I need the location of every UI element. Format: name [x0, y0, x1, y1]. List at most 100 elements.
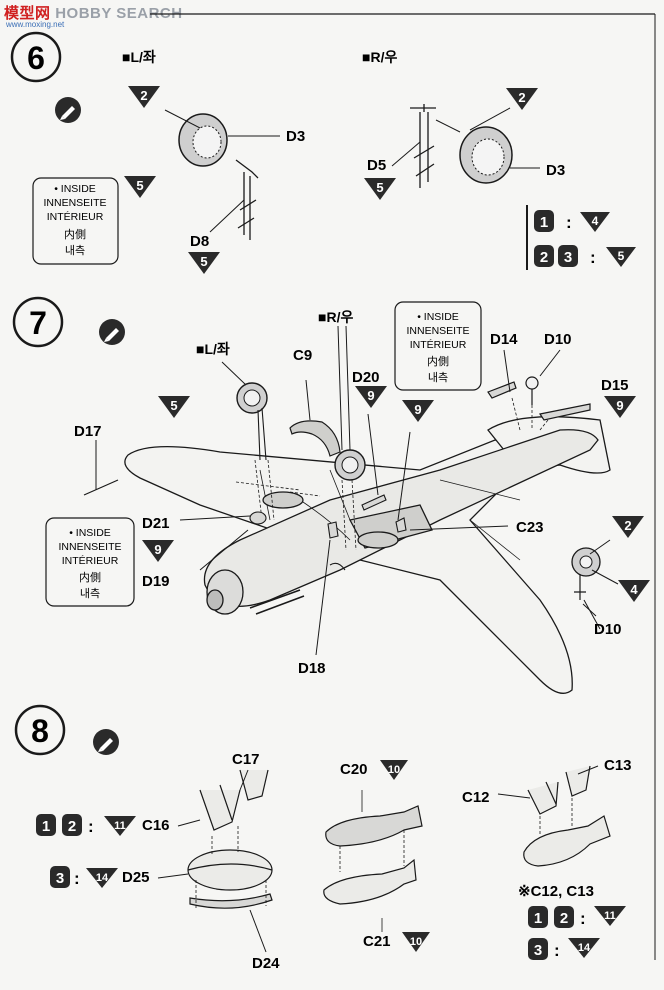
- svg-text:5: 5: [618, 249, 625, 263]
- step-8: 8 C17 C16 D25: [14, 704, 632, 972]
- marker-d5: 5: [364, 178, 396, 200]
- svg-text:1: 1: [42, 818, 50, 835]
- step-7-right-label: ■R/우: [318, 309, 353, 325]
- right-strut-drawing: [391, 104, 461, 188]
- svg-text:5: 5: [136, 178, 143, 193]
- part-c17: C17: [232, 751, 260, 768]
- part-d25: D25: [122, 869, 150, 886]
- svg-text:14: 14: [96, 872, 109, 884]
- svg-text:4: 4: [592, 214, 599, 228]
- step-7-leader-lines: [179, 349, 601, 656]
- part-d5: D5: [367, 157, 386, 174]
- svg-text:11: 11: [604, 910, 616, 922]
- marker-d10b-top: 2: [612, 516, 644, 538]
- step-8-number: 8: [31, 713, 49, 749]
- aircraft-drawing: [124, 416, 611, 694]
- svg-text:9: 9: [154, 542, 161, 557]
- svg-text::: :: [566, 213, 572, 232]
- c16-versions: 1 2 :: [36, 814, 94, 836]
- svg-text:2: 2: [68, 818, 76, 835]
- svg-text:4: 4: [630, 582, 638, 597]
- svg-text:10: 10: [410, 936, 422, 948]
- step-6-right-label: ■R/우: [362, 49, 397, 65]
- note-row-2: 3 : 14: [528, 938, 600, 960]
- part-c16: C16: [142, 817, 170, 834]
- inside-note-line-4: 内側: [64, 227, 86, 241]
- part-d21: D21: [142, 515, 170, 532]
- svg-text:2: 2: [624, 518, 631, 533]
- option-row-1: 1 : 4: [534, 210, 610, 232]
- marker-c21: 10: [402, 932, 430, 952]
- step-6-number: 6: [27, 40, 45, 76]
- part-d3-right: D3: [546, 162, 565, 179]
- step-7-number: 7: [29, 305, 47, 341]
- part-c21: C21: [363, 933, 391, 950]
- d10-lamp-drawing: [571, 539, 619, 617]
- svg-text::: :: [590, 248, 596, 267]
- watermark-text: HOBBY SEARCH: [55, 5, 183, 22]
- marker-d25: 14: [86, 868, 118, 888]
- svg-text:2: 2: [518, 90, 525, 105]
- svg-text::: :: [74, 869, 80, 888]
- inside-note-b-line-2: INNENSEITE: [406, 325, 469, 337]
- part-d19: D19: [142, 573, 170, 590]
- note-row-1: 1 2 : 11: [528, 906, 626, 928]
- step-7-left-wheel: [221, 361, 275, 521]
- marker-c20: 10: [380, 760, 408, 780]
- svg-text:11: 11: [114, 820, 126, 832]
- svg-text:10: 10: [388, 764, 400, 776]
- marker-d15: 9: [604, 396, 636, 418]
- svg-text:2: 2: [140, 88, 147, 103]
- inside-note-a-line-3: INTÉRIEUR: [62, 554, 119, 567]
- watermark-brand: 模型网: [4, 5, 51, 22]
- inside-note-b-line-5: 내측: [428, 371, 448, 384]
- step-6-left-label: ■L/좌: [122, 49, 156, 65]
- marker-left-mid: 5: [124, 176, 156, 198]
- step-7-right-wheel: [334, 325, 366, 551]
- step-6-circle: [10, 31, 62, 83]
- svg-text:5: 5: [170, 398, 177, 413]
- part-d17-drawing: [83, 479, 119, 496]
- part-d20: D20: [352, 369, 380, 386]
- part-d15: D15: [601, 377, 629, 394]
- svg-text:9: 9: [367, 388, 374, 403]
- part-d18: D18: [298, 660, 326, 677]
- svg-text::: :: [580, 909, 586, 928]
- part-c9-drawing: [289, 379, 341, 457]
- marker-d21: 9: [142, 540, 174, 562]
- step-7-left-label: ■L/좌: [196, 341, 230, 357]
- inside-note-b-line-4: 内側: [427, 354, 449, 368]
- svg-text:5: 5: [200, 254, 207, 269]
- part-d14: D14: [490, 331, 518, 348]
- marker-c16: 11: [104, 816, 136, 836]
- inside-note-line-1: • INSIDE: [54, 183, 96, 195]
- part-c9: C9: [293, 347, 312, 364]
- part-c23: C23: [516, 519, 544, 536]
- left-strut-drawing: [209, 159, 259, 240]
- marker-right-top: 2: [506, 88, 538, 110]
- svg-text:9: 9: [414, 402, 421, 417]
- svg-text::: :: [88, 817, 94, 836]
- watermark: 模型网 HOBBY SEARCH: [4, 2, 183, 23]
- part-d17: D17: [74, 423, 102, 440]
- marker-wing: 5: [158, 396, 190, 418]
- part-d10-b: D10: [594, 621, 622, 638]
- part-c12: C12: [462, 789, 490, 806]
- cement-pencil-icon: [99, 319, 125, 345]
- svg-text:3: 3: [564, 249, 572, 266]
- d25-versions: 3 :: [50, 866, 80, 888]
- svg-text:2: 2: [540, 249, 548, 266]
- inside-note-a-line-5: 내측: [80, 587, 100, 600]
- inside-note-a-line-1: • INSIDE: [69, 527, 111, 539]
- svg-text:3: 3: [534, 942, 542, 959]
- inside-note-line-3: INTÉRIEUR: [47, 210, 104, 223]
- inside-note-box-a: [45, 517, 135, 607]
- inside-note-box-b: [394, 301, 482, 391]
- svg-text:9: 9: [616, 398, 623, 413]
- inside-note-a-line-4: 内側: [79, 570, 101, 584]
- svg-text:1: 1: [540, 214, 548, 231]
- inside-note-line-5: 내측: [65, 244, 85, 257]
- marker-center: 9: [402, 400, 434, 422]
- marker-left-top: 2: [128, 86, 160, 108]
